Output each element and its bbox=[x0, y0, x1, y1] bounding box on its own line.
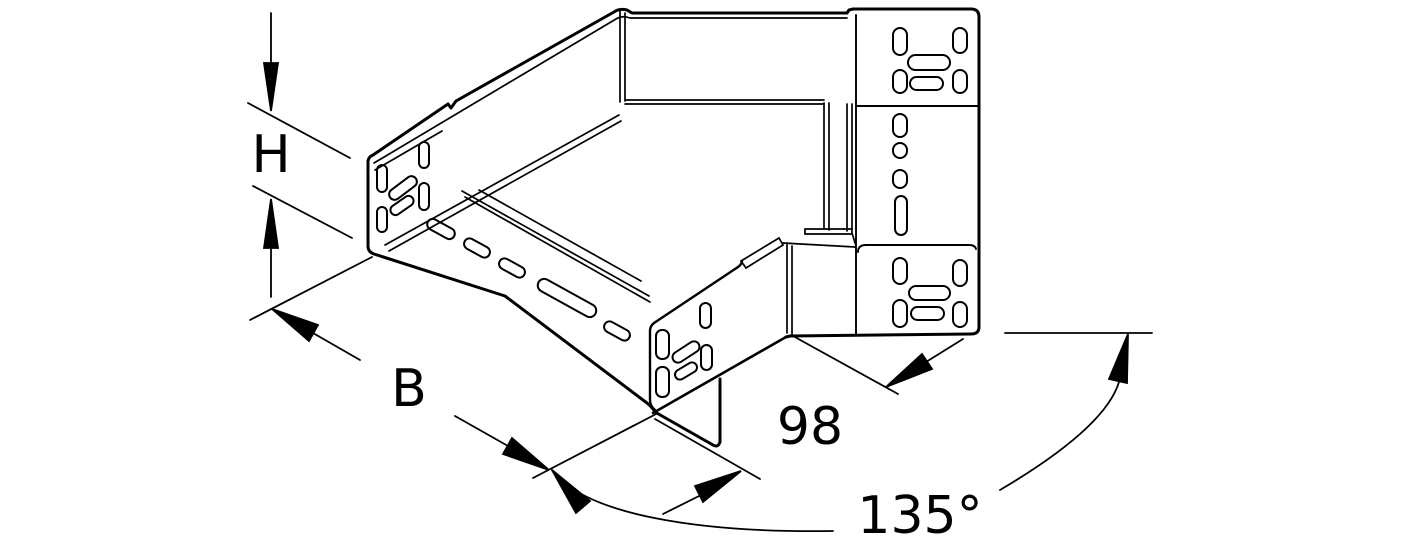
connector-strip bbox=[804, 102, 857, 247]
arrow-up-right-icon bbox=[693, 470, 742, 504]
far-wall-flange-lines bbox=[373, 15, 848, 252]
right-lower-plate-perforations bbox=[892, 257, 968, 328]
tray-outer-contour bbox=[366, 7, 981, 448]
floor-perforations bbox=[426, 217, 631, 342]
right-wall-perforations bbox=[892, 113, 908, 236]
dimension-bend-angle bbox=[551, 332, 1153, 533]
arrow-down-right-icon bbox=[501, 436, 550, 471]
left-plate-perforations bbox=[376, 141, 430, 233]
arrow-down-icon bbox=[262, 62, 280, 112]
dimension-label-width: B bbox=[391, 359, 427, 419]
dimension-label-bend-angle: 135° bbox=[857, 486, 982, 540]
dimension-width bbox=[249, 256, 659, 479]
bend-far-corner bbox=[619, 10, 825, 105]
near-wall-top-edges bbox=[461, 189, 651, 303]
dimension-end-width bbox=[654, 335, 964, 515]
bend-flange-step bbox=[740, 237, 856, 336]
arrow-up-icon bbox=[262, 198, 280, 249]
dimension-label-end-width: 98 bbox=[777, 397, 843, 457]
right-end-plates bbox=[855, 14, 980, 335]
dimension-height bbox=[247, 12, 353, 298]
middle-plate-perforations bbox=[655, 302, 713, 398]
dimension-label-height: H bbox=[251, 125, 290, 185]
right-top-plate-perforations bbox=[892, 27, 968, 94]
arc-arrow-up-icon bbox=[1107, 333, 1129, 385]
arc-arrow-left-icon bbox=[551, 469, 592, 515]
arrow-up-left-icon bbox=[271, 308, 320, 343]
arrow-down-left-icon bbox=[885, 352, 934, 388]
